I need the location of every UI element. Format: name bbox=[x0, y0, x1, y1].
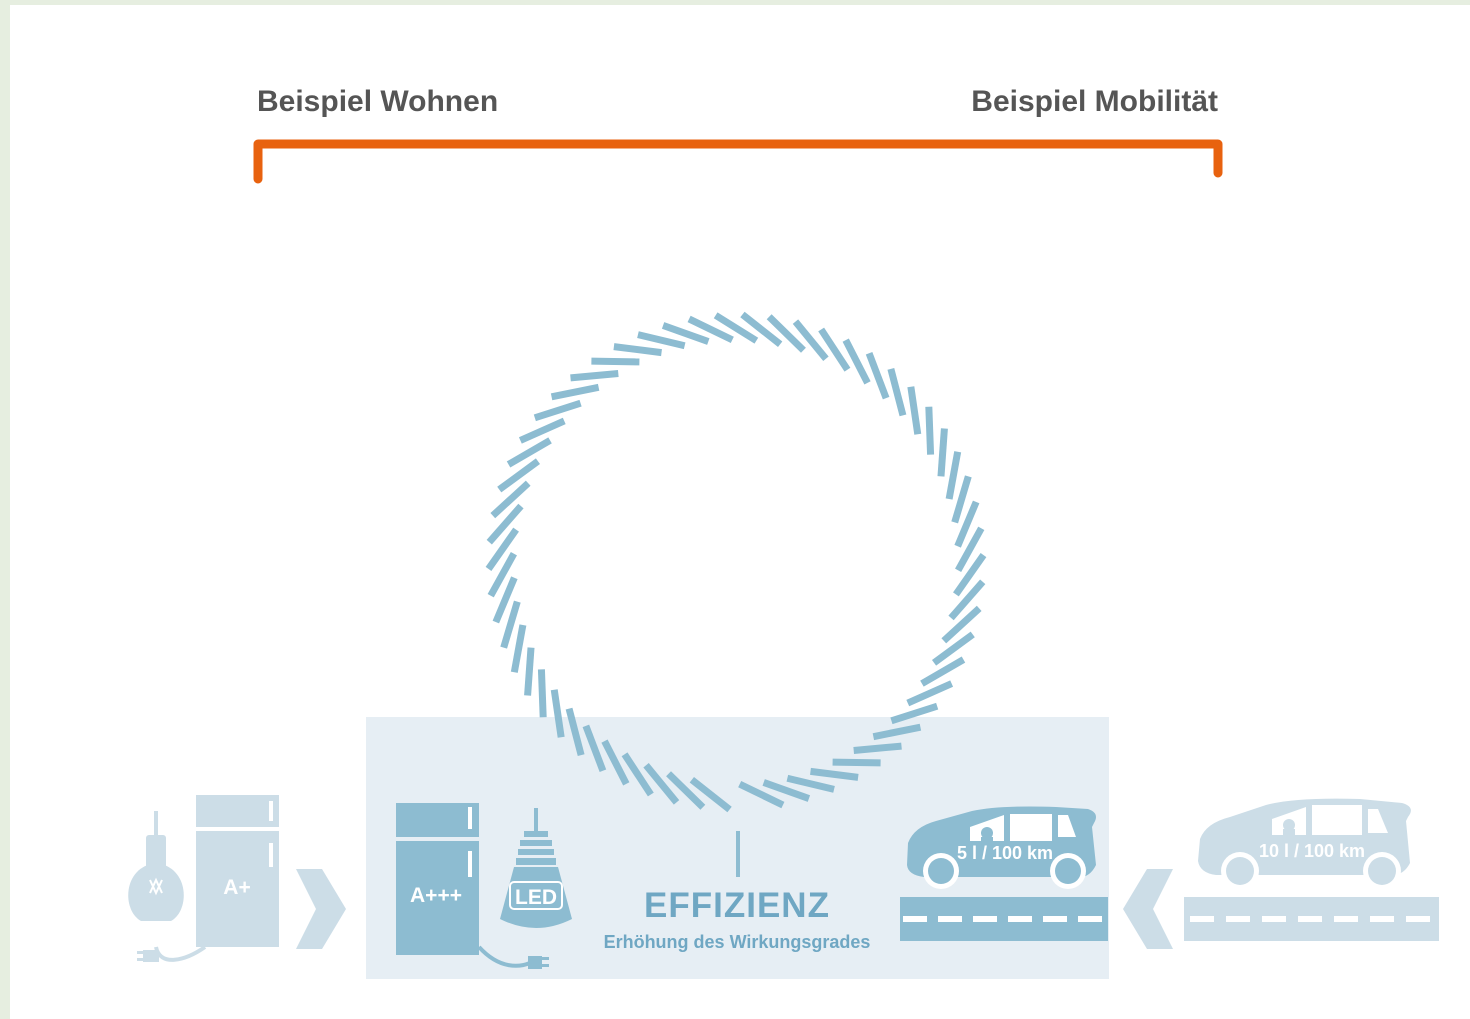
ring-dash bbox=[689, 777, 732, 813]
ring-dash bbox=[951, 475, 972, 524]
ring-dash bbox=[937, 428, 948, 477]
ring-dash bbox=[601, 739, 630, 786]
ring-dash bbox=[497, 458, 541, 493]
ring-dash bbox=[907, 386, 922, 435]
power-cord bbox=[154, 945, 207, 962]
ring-dash bbox=[887, 367, 907, 417]
arrow-right-icon bbox=[296, 869, 346, 949]
road-icon bbox=[900, 897, 1108, 941]
ring-dash bbox=[524, 647, 535, 696]
ring-dash bbox=[661, 322, 710, 345]
ring-dash bbox=[490, 480, 531, 519]
ring-dash bbox=[492, 576, 518, 624]
fridge-label: A+++ bbox=[410, 884, 462, 907]
bulb-filament bbox=[149, 877, 163, 896]
fridge-icon: A+ bbox=[196, 795, 279, 947]
power-cord bbox=[477, 945, 531, 968]
car-label: 5 l / 100 km bbox=[957, 843, 1053, 863]
car-icon: 10 l / 100 km bbox=[1198, 798, 1411, 890]
ring-dash bbox=[818, 327, 851, 372]
light-bulb-icon bbox=[128, 811, 184, 921]
ring-dash bbox=[570, 370, 619, 382]
ring-dash bbox=[842, 338, 871, 385]
bulb-label: LED bbox=[515, 886, 557, 909]
panel-subtitle: Erhöhung des Wirkungsgrades bbox=[604, 932, 871, 952]
ring-dash bbox=[920, 656, 966, 687]
ring-dash bbox=[550, 383, 600, 401]
ring-dash bbox=[613, 343, 662, 357]
ring-dash bbox=[810, 767, 859, 781]
connector-line bbox=[736, 831, 740, 877]
road-icon bbox=[1184, 897, 1439, 941]
ring-dash bbox=[890, 702, 939, 725]
fridge-icon: A+++ bbox=[396, 803, 479, 955]
ring-dash bbox=[948, 579, 986, 621]
ring-dash bbox=[792, 319, 829, 361]
ring-dash bbox=[853, 742, 902, 754]
ring-dash bbox=[666, 771, 706, 810]
ring-dash bbox=[713, 312, 759, 344]
center-right-group: 5 l / 100 km bbox=[900, 806, 1108, 941]
ring-dash bbox=[832, 758, 881, 767]
ring-dash bbox=[941, 605, 982, 644]
ring-dash bbox=[500, 600, 521, 649]
ring-dash bbox=[550, 689, 565, 738]
ring-dash bbox=[637, 331, 686, 350]
ring-dash bbox=[925, 406, 935, 455]
plug-icon bbox=[528, 956, 549, 969]
ring-dash bbox=[533, 399, 582, 422]
ring-dash bbox=[872, 723, 922, 741]
ring-dash bbox=[582, 724, 607, 772]
ring-dash bbox=[906, 680, 954, 707]
arrow-left-icon bbox=[1123, 869, 1173, 949]
fridge-label: A+ bbox=[223, 876, 250, 899]
ring-dash bbox=[955, 526, 985, 573]
ring-dash bbox=[591, 357, 640, 366]
plug-icon bbox=[137, 950, 159, 962]
left-group: A+ bbox=[128, 795, 346, 962]
led-bulb-icon: LED bbox=[500, 808, 572, 928]
ring-dash bbox=[954, 500, 980, 548]
center-left-group: A+++ LED bbox=[396, 803, 572, 969]
ring-dash bbox=[740, 311, 783, 347]
ring-dash bbox=[486, 503, 524, 545]
right-group: 10 l / 100 km bbox=[1123, 798, 1439, 949]
ring-dash bbox=[945, 451, 962, 500]
cycle-ring-icon bbox=[485, 311, 987, 813]
efficiency-diagram: Beispiel Wohnen Beispiel Mobilität EFFIZ… bbox=[128, 85, 1439, 979]
label-beispiel-wohnen: Beispiel Wohnen bbox=[257, 85, 498, 118]
car-icon: 5 l / 100 km bbox=[907, 806, 1096, 889]
ring-dash bbox=[931, 631, 975, 666]
diagram-canvas: Beispiel Wohnen Beispiel Mobilität EFFIZ… bbox=[10, 5, 1470, 1019]
ring-dash bbox=[621, 752, 654, 797]
ring-dash bbox=[766, 314, 806, 353]
ring-dash bbox=[865, 352, 890, 400]
car-label: 10 l / 100 km bbox=[1259, 841, 1365, 861]
ring-dash bbox=[506, 437, 552, 468]
ring-dash bbox=[953, 553, 987, 597]
label-beispiel-mobilitaet: Beispiel Mobilität bbox=[971, 85, 1218, 118]
ring-dash bbox=[487, 551, 517, 598]
ring-dash bbox=[485, 527, 519, 571]
ring-dash bbox=[537, 669, 547, 718]
ring-dash bbox=[510, 624, 527, 673]
orange-bracket bbox=[253, 139, 1223, 184]
ring-dash bbox=[518, 417, 566, 444]
panel-title: EFFIZIENZ bbox=[644, 886, 830, 925]
ring-dash bbox=[687, 315, 734, 343]
ring-dash bbox=[762, 779, 811, 802]
ring-dash bbox=[565, 707, 585, 757]
ring-dash bbox=[738, 781, 785, 809]
ring-dash bbox=[643, 763, 680, 805]
ring-dash bbox=[786, 774, 835, 793]
